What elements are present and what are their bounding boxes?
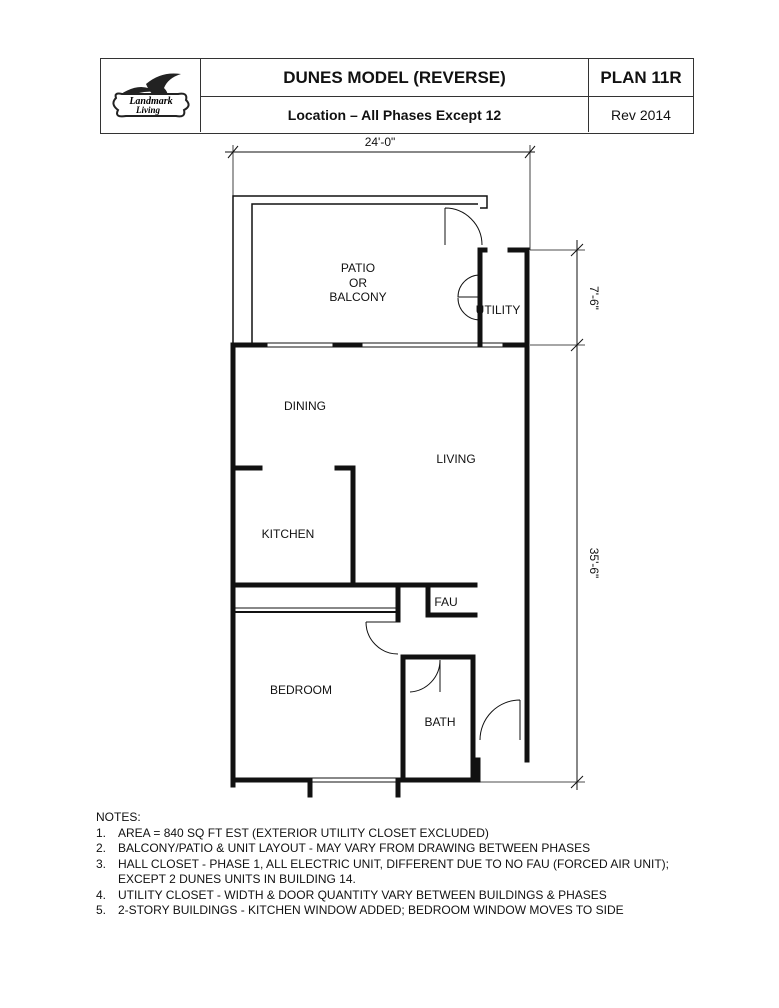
note-item: 1.AREA = 840 SQ FT EST (EXTERIOR UTILITY… [96, 825, 489, 840]
living-label: LIVING [436, 452, 475, 466]
note-item: 3.HALL CLOSET - PHASE 1, ALL ELECTRIC UN… [96, 856, 669, 887]
plan-number: PLAN 11R [589, 59, 693, 97]
note-item: 4.UTILITY CLOSET - WIDTH & DOOR QUANTITY… [96, 887, 607, 902]
note-item: 5.2-STORY BUILDINGS - KITCHEN WINDOW ADD… [96, 903, 624, 917]
note-item: 2.BALCONY/PATIO & UNIT LAYOUT - MAY VARY… [96, 841, 591, 855]
dimension-lines [225, 145, 585, 790]
bath-label: BATH [424, 715, 455, 729]
patio-label-3: BALCONY [329, 290, 386, 304]
logo: Landmark Living [101, 59, 201, 132]
location: Location – All Phases Except 12 [201, 97, 589, 132]
notes-heading: NOTES: [96, 810, 141, 824]
patio-outline [232, 195, 488, 345]
kitchen-label: KITCHEN [262, 527, 315, 541]
width-dimension: 24'-0" [365, 135, 396, 149]
windows-and-doors [233, 274, 521, 783]
walls [230, 247, 530, 798]
bedroom-label: BEDROOM [270, 683, 332, 697]
utility-label: UTILITY [476, 303, 521, 317]
patio-label-1: PATIO [341, 261, 375, 275]
fau-label: FAU [434, 595, 457, 609]
landmark-living-logo-icon: Landmark Living [111, 72, 190, 117]
svg-text:Living: Living [135, 105, 160, 115]
unit-depth-dimension: 35'-6" [587, 548, 601, 579]
utility-depth-dimension: 7'-6" [587, 286, 601, 310]
title-block: Landmark Living DUNES MODEL (REVERSE) PL… [100, 58, 694, 134]
revision: Rev 2014 [611, 106, 671, 123]
notes: NOTES: 1.AREA = 840 SQ FT EST (EXTERIOR … [96, 810, 678, 919]
patio-label-2: OR [349, 276, 367, 290]
svg-text:Landmark: Landmark [128, 96, 172, 107]
plan-title: DUNES MODEL (REVERSE) [201, 59, 589, 97]
dining-label: DINING [284, 399, 326, 413]
